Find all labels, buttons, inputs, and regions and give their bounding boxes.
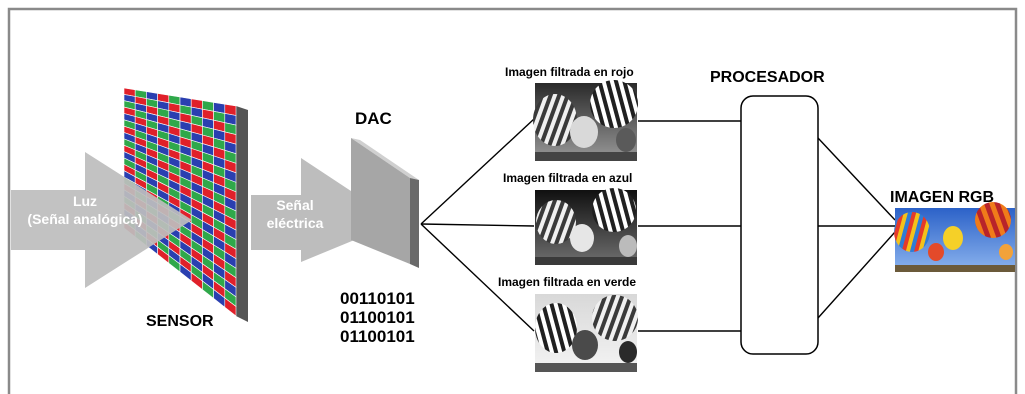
balloon-photo-icon: [894, 202, 1015, 272]
sensor-cell: [224, 297, 237, 317]
signal-label-line2: eléctrica: [266, 215, 324, 231]
balloon-photo-icon: [535, 188, 637, 265]
binary-code: 00110101 01100101 01100101: [340, 289, 415, 346]
light-label-line1: Luz: [72, 193, 98, 209]
sensor-label: SENSOR: [146, 313, 214, 330]
light-arrow: [11, 152, 192, 288]
balloon-photo-icon: [533, 80, 638, 161]
binary-line: 00110101: [340, 289, 415, 308]
signal-label-line1: Señal: [276, 197, 314, 213]
dac-connectors: [420, 118, 896, 332]
balloon-photo-icon: [535, 294, 638, 372]
dac-plate-icon: [351, 138, 419, 268]
processor-box: [740, 95, 819, 355]
outer-frame: [7, 7, 1018, 394]
processor-label: PROCESADOR: [710, 69, 825, 86]
image-green-label: Imagen filtrada en verde: [498, 275, 637, 289]
light-label: Luz (Señal analógica): [10, 192, 160, 228]
signal-label: Señal eléctrica: [255, 196, 335, 232]
rgb-label: IMAGEN RGB: [890, 189, 994, 206]
light-label-line2: (Señal analógica): [27, 211, 143, 227]
binary-line: 01100101: [340, 308, 415, 327]
image-red-label: Imagen filtrada en rojo: [505, 65, 634, 79]
image-blue-label: Imagen filtrada en azul: [503, 171, 633, 185]
binary-line: 01100101: [340, 327, 415, 346]
dac-label: DAC: [355, 109, 392, 128]
